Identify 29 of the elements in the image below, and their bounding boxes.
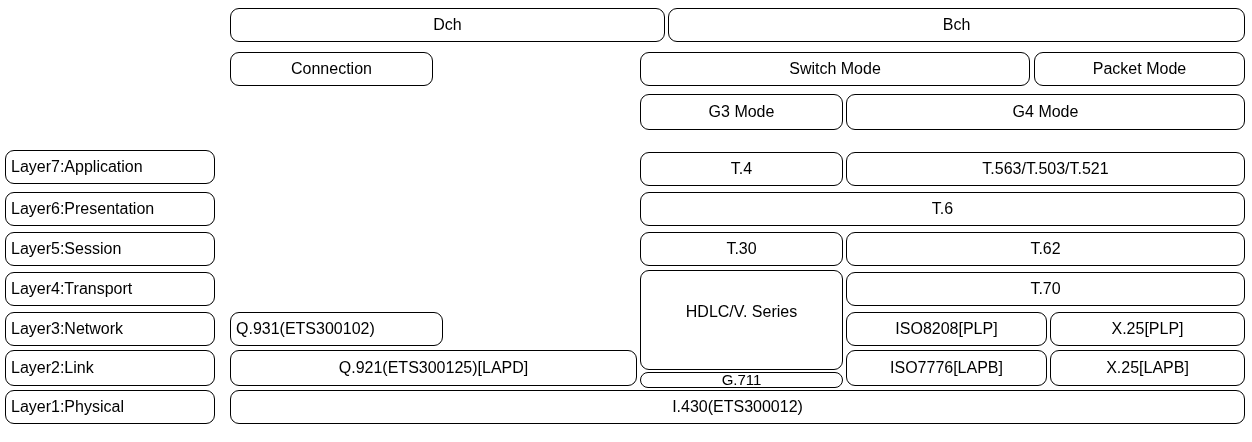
protocol-box: Bch <box>668 8 1245 42</box>
protocol-box: G.711 <box>640 372 843 388</box>
protocol-box: T.563/T.503/T.521 <box>846 152 1245 186</box>
layer-box: Layer1:Physical <box>5 390 215 424</box>
protocol-box: G4 Mode <box>846 94 1245 130</box>
layer-box: Layer4:Transport <box>5 272 215 306</box>
protocol-box: T.30 <box>640 232 843 266</box>
protocol-box: T.62 <box>846 232 1245 266</box>
protocol-box: I.430(ETS300012) <box>230 390 1245 424</box>
protocol-box: G3 Mode <box>640 94 843 130</box>
protocol-box: Connection <box>230 52 433 86</box>
protocol-box: HDLC/V. Series <box>640 270 843 370</box>
protocol-box: T.4 <box>640 152 843 186</box>
layer-box: Q.931(ETS300102) <box>230 312 443 346</box>
protocol-box: ISO8208[PLP] <box>846 312 1047 346</box>
layer-box: Layer6:Presentation <box>5 192 215 226</box>
protocol-box: T.70 <box>846 272 1245 306</box>
protocol-box: Dch <box>230 8 665 42</box>
layer-box: Layer3:Network <box>5 312 215 346</box>
layer-box: Layer5:Session <box>5 232 215 266</box>
protocol-box: X.25[PLP] <box>1050 312 1245 346</box>
layer-box: Layer2:Link <box>5 350 215 386</box>
protocol-box: Switch Mode <box>640 52 1030 86</box>
protocol-box: ISO7776[LAPB] <box>846 350 1047 386</box>
layer-box: Layer7:Application <box>5 150 215 184</box>
protocol-box: T.6 <box>640 192 1245 226</box>
protocol-box: Q.921(ETS300125)[LAPD] <box>230 350 637 386</box>
protocol-box: X.25[LAPB] <box>1050 350 1245 386</box>
protocol-box: Packet Mode <box>1034 52 1245 86</box>
